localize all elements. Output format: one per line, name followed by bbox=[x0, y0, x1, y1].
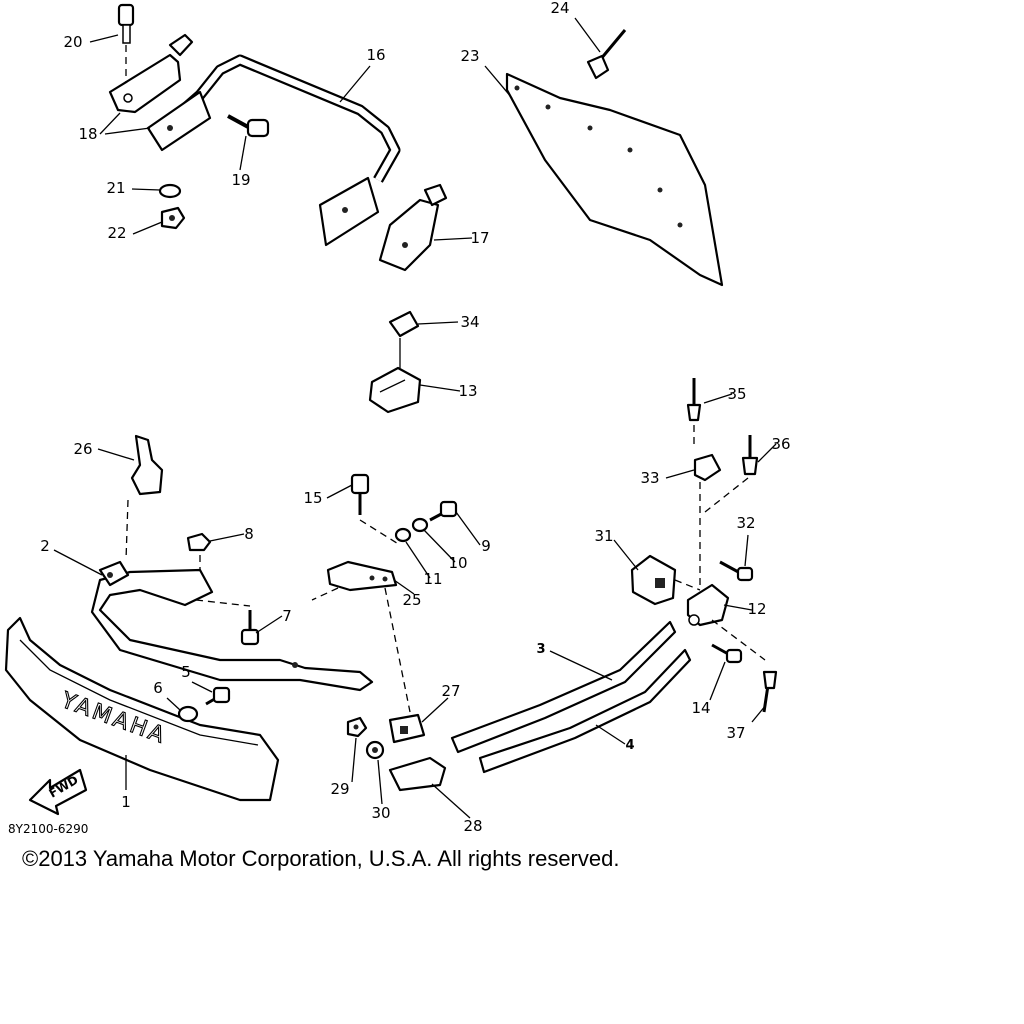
callout-30: 30 bbox=[371, 804, 390, 822]
callout-35: 35 bbox=[727, 385, 746, 403]
callout-4: 4 bbox=[625, 738, 634, 753]
callout-labels: 1234567891011121314151617181920212223242… bbox=[40, 0, 790, 835]
callout-20: 20 bbox=[63, 33, 82, 51]
callout-13: 13 bbox=[458, 382, 477, 400]
callout-29: 29 bbox=[330, 780, 349, 798]
callout-23: 23 bbox=[460, 47, 479, 65]
part-4-trim-strip bbox=[478, 648, 692, 774]
figure-code: 8Y2100-6290 bbox=[8, 822, 88, 836]
callout-10: 10 bbox=[448, 554, 467, 572]
part-14-bolt bbox=[711, 643, 743, 664]
part-34-cap bbox=[388, 310, 420, 368]
callout-32: 32 bbox=[736, 514, 755, 532]
part-21-washer bbox=[158, 183, 182, 199]
part-26-bracket bbox=[125, 434, 164, 561]
part-27-clip bbox=[388, 713, 426, 744]
callout-19: 19 bbox=[231, 171, 250, 189]
callout-15: 15 bbox=[303, 489, 322, 507]
part-9-bolt bbox=[429, 500, 458, 522]
part-8-nut bbox=[186, 532, 212, 570]
part-5-bolt bbox=[205, 686, 231, 706]
part-24-rivet bbox=[586, 29, 627, 80]
part-28-end-cap bbox=[388, 756, 447, 792]
part-12-holder bbox=[686, 583, 766, 661]
callout-5: 5 bbox=[181, 663, 191, 681]
callout-8: 8 bbox=[244, 525, 254, 543]
part-29-nut bbox=[346, 716, 368, 738]
callout-17: 17 bbox=[470, 229, 489, 247]
part-25-stay bbox=[311, 560, 411, 713]
part-20-pin bbox=[117, 3, 135, 98]
part-33-grommet bbox=[693, 453, 722, 590]
callout-14: 14 bbox=[691, 699, 710, 717]
callout-2: 2 bbox=[40, 537, 50, 555]
part-6-washer bbox=[177, 705, 199, 723]
leader-lines bbox=[53, 17, 777, 819]
callout-11: 11 bbox=[423, 570, 442, 588]
callout-24: 24 bbox=[550, 0, 569, 17]
callout-16: 16 bbox=[366, 46, 385, 64]
part-10-washer bbox=[411, 517, 429, 533]
copyright-notice: ©2013 Yamaha Motor Corporation, U.S.A. A… bbox=[22, 846, 620, 871]
callout-18: 18 bbox=[78, 125, 97, 143]
part-35-rivet bbox=[686, 378, 702, 445]
callout-36: 36 bbox=[771, 435, 790, 453]
callout-22: 22 bbox=[107, 224, 126, 242]
bracket-assembly bbox=[108, 3, 448, 272]
callout-25: 25 bbox=[402, 591, 421, 609]
part-2-guard-frame bbox=[90, 560, 374, 692]
part-13-clamp bbox=[368, 366, 422, 414]
part-36-rivet bbox=[704, 435, 759, 513]
part-31-bracket bbox=[630, 554, 701, 606]
part-15-bolt bbox=[350, 473, 401, 546]
part-7-bolt bbox=[240, 610, 260, 646]
part-30-grommet bbox=[365, 740, 385, 760]
callout-37: 37 bbox=[726, 724, 745, 742]
callout-7: 7 bbox=[282, 607, 292, 625]
part-17-lower-mount bbox=[378, 183, 448, 272]
callout-27: 27 bbox=[441, 682, 460, 700]
callout-6: 6 bbox=[153, 679, 163, 697]
callout-31: 31 bbox=[594, 527, 613, 545]
part-32-screw bbox=[719, 560, 754, 582]
callout-26: 26 bbox=[73, 440, 92, 458]
callout-1: 1 bbox=[121, 793, 131, 811]
part-18-mount-plate bbox=[108, 33, 194, 114]
part-22-nut bbox=[160, 206, 186, 230]
part-16-u-frame bbox=[146, 54, 401, 247]
part-23-windshield bbox=[505, 72, 724, 287]
part-19-bolt bbox=[227, 114, 270, 138]
callout-3: 3 bbox=[536, 642, 545, 657]
callout-33: 33 bbox=[640, 469, 659, 487]
part-3-trim-strip bbox=[450, 620, 677, 754]
callout-34: 34 bbox=[460, 313, 479, 331]
part-11-washer bbox=[394, 527, 412, 543]
callout-12: 12 bbox=[747, 600, 766, 618]
callout-21: 21 bbox=[106, 179, 125, 197]
callout-9: 9 bbox=[481, 537, 491, 555]
fwd-arrow-icon: FWD bbox=[28, 768, 88, 816]
callout-28: 28 bbox=[463, 817, 482, 835]
